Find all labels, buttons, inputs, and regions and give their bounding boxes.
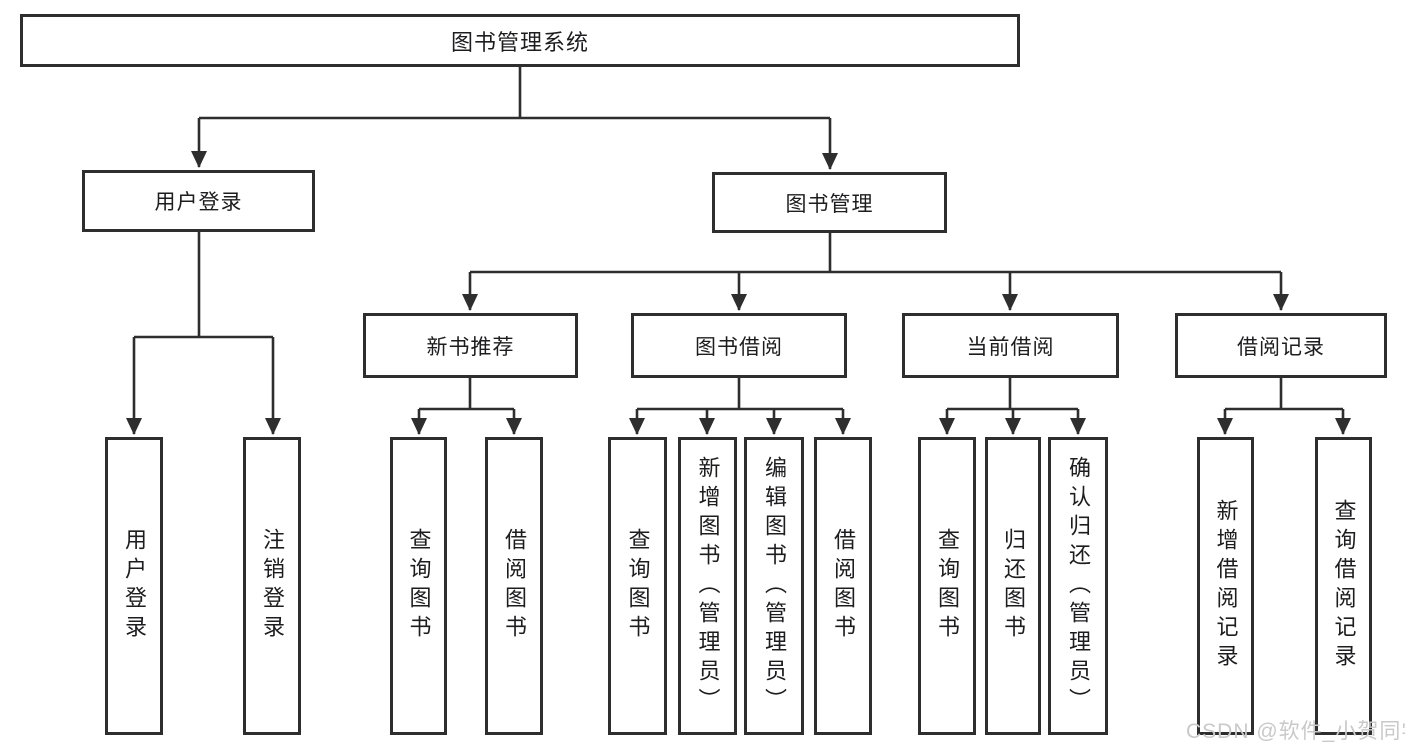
node-book-management: 图书管理 xyxy=(712,172,947,233)
leaf-user-login: 用户登录 xyxy=(105,437,163,735)
node-root-system: 图书管理系统 xyxy=(20,14,1020,67)
node-new-book-recommend: 新书推荐 xyxy=(363,313,578,378)
leaf-confirm-return-admin: 确认归还（管理员） xyxy=(1048,437,1108,735)
leaf-add-borrow-record: 新增借阅记录 xyxy=(1197,437,1254,735)
csdn-watermark: CSDN @软件_小贺同学 xyxy=(1186,720,1405,743)
node-book-borrow: 图书借阅 xyxy=(631,313,847,378)
leaf-query-borrow-record: 查询借阅记录 xyxy=(1315,437,1372,735)
node-current-borrow: 当前借阅 xyxy=(902,313,1119,378)
leaf-borrow-query-books: 查询图书 xyxy=(608,437,667,735)
leaf-borrow-books: 借阅图书 xyxy=(814,437,872,735)
leaf-return-books: 归还图书 xyxy=(985,437,1041,735)
leaf-edit-books-admin: 编辑图书（管理员） xyxy=(744,437,804,735)
leaf-recommend-query-books: 查询图书 xyxy=(390,437,447,735)
node-user-login: 用户登录 xyxy=(82,170,315,232)
leaf-current-query-books: 查询图书 xyxy=(918,437,976,735)
leaf-recommend-borrow-books: 借阅图书 xyxy=(485,437,543,735)
node-borrow-records: 借阅记录 xyxy=(1175,313,1387,378)
leaf-add-books-admin: 新增图书（管理员） xyxy=(678,437,737,735)
leaf-logout: 注销登录 xyxy=(243,437,301,735)
